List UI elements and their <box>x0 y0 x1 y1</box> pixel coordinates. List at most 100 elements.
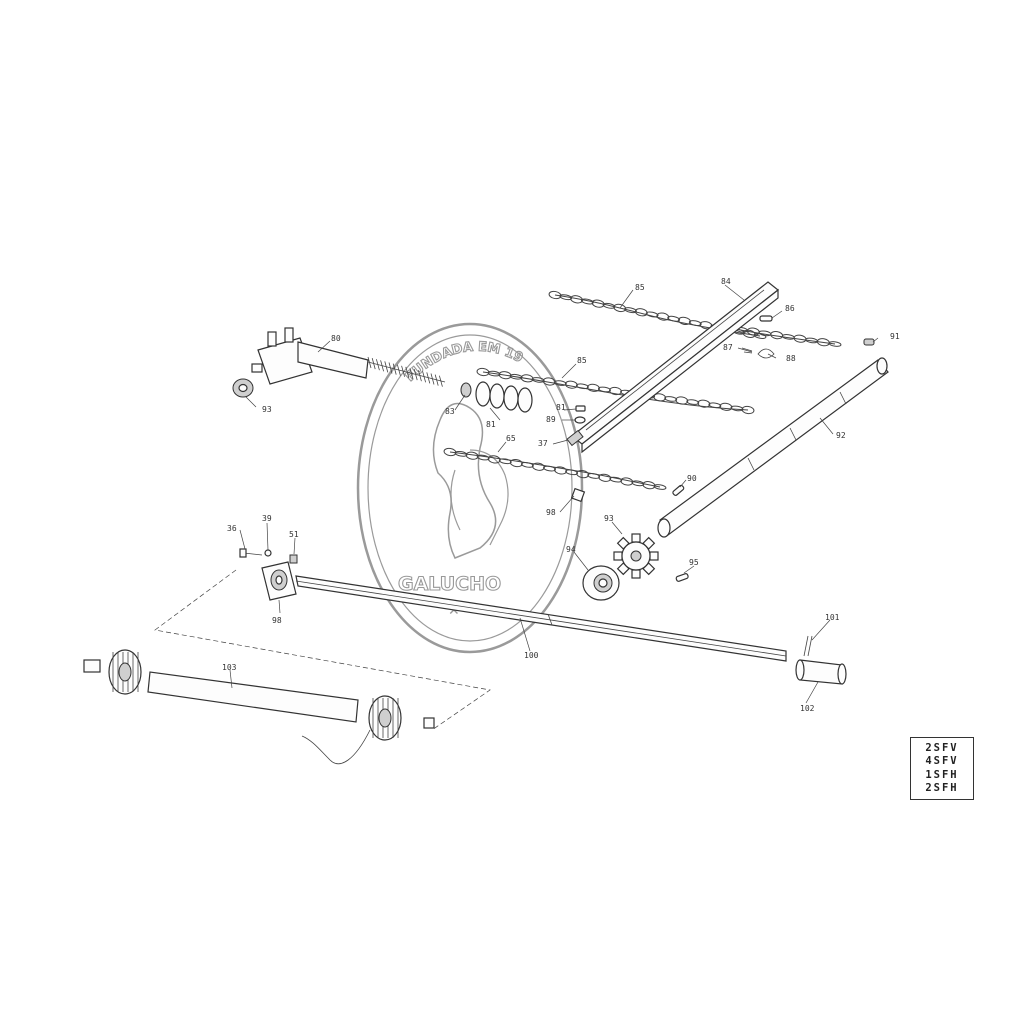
chain-link <box>542 377 556 386</box>
small-parts <box>570 315 875 582</box>
chain-link <box>520 462 534 468</box>
model-1: 2SFV <box>925 741 959 754</box>
chain-link <box>576 470 590 479</box>
chain-link <box>531 377 545 383</box>
callout-100: 100 <box>524 651 539 660</box>
hub-94 <box>582 565 620 601</box>
callout-labels: 85 84 86 91 87 88 80 85 93 83 81 92 81 8… <box>222 277 900 713</box>
chain-link <box>509 458 523 468</box>
chain-link <box>443 447 457 457</box>
chain-link <box>620 477 634 486</box>
chain-link <box>688 320 702 327</box>
pto-shaft-103 <box>83 649 435 765</box>
chain-link <box>598 386 611 393</box>
chain-link <box>559 294 573 301</box>
leader-lines <box>229 284 879 704</box>
coupler-102 <box>795 635 847 685</box>
callout-36: 36 <box>227 524 237 533</box>
chain-link <box>543 465 556 472</box>
callout-80: 80 <box>331 334 341 343</box>
callout-89: 89 <box>546 415 556 424</box>
sprocket-tooth <box>631 569 641 579</box>
chain-link <box>587 473 601 479</box>
callout-37: 37 <box>538 439 548 448</box>
model-list-box: 2SFV 4SFV 1SFH 2SFH <box>910 737 974 800</box>
chain-link <box>602 302 616 309</box>
callout-93-sprocket: 93 <box>604 514 614 523</box>
chain-link <box>465 451 479 460</box>
chain-link <box>656 312 670 321</box>
chain-link <box>591 299 605 308</box>
chain-link <box>686 399 700 405</box>
chain-link <box>664 396 678 402</box>
watermark-cross-mark: ✕ <box>448 603 460 619</box>
chain-link <box>631 480 645 487</box>
sprocket-tooth <box>649 551 659 561</box>
chain-link <box>678 316 691 326</box>
chain-link <box>667 315 681 322</box>
springs-81 <box>460 381 533 413</box>
model-3: 1SFH <box>925 768 959 781</box>
sprocket-93 <box>613 533 659 579</box>
callout-86: 86 <box>785 304 795 313</box>
chain-link <box>609 476 623 483</box>
chain-link <box>487 370 501 377</box>
callout-85: 85 <box>635 283 645 292</box>
callout-81: 81 <box>486 420 496 429</box>
chain-link <box>531 462 545 471</box>
chain-link <box>642 481 656 490</box>
chain-link <box>520 374 534 383</box>
sprocket-tooth <box>631 533 641 543</box>
callout-84: 84 <box>721 277 731 286</box>
callout-65: 65 <box>506 434 516 443</box>
callout-85-middle: 85 <box>577 356 587 365</box>
watermark-brand: GALUCHO <box>398 573 501 595</box>
tensioner-80 <box>232 327 446 398</box>
chain-link <box>634 308 648 317</box>
callout-102: 102 <box>800 704 815 713</box>
model-4: 2SFH <box>925 782 959 794</box>
chain-link <box>708 402 722 409</box>
chain-85-top <box>554 294 836 345</box>
bar-84 <box>566 281 779 454</box>
callout-90: 90 <box>687 474 697 483</box>
chain-link <box>498 458 512 465</box>
chain-link <box>509 373 523 380</box>
callout-92: 92 <box>836 431 846 440</box>
chain-link <box>609 386 622 396</box>
threaded-rod <box>367 356 446 387</box>
callout-101: 101 <box>825 613 840 622</box>
chain-link <box>565 469 579 476</box>
callout-94: 94 <box>566 545 576 554</box>
chain-link <box>719 402 733 411</box>
callout-98-clip: 98 <box>546 508 556 517</box>
chain-link <box>730 405 744 412</box>
chain-link <box>653 484 667 490</box>
chain-link <box>570 295 584 304</box>
callout-98-bearing: 98 <box>272 616 282 625</box>
chain-link <box>548 290 562 300</box>
shaft-100 <box>154 569 787 731</box>
callout-87: 87 <box>723 343 733 352</box>
chain-link <box>675 396 689 405</box>
chain-link <box>575 383 589 390</box>
callout-88: 88 <box>786 354 796 363</box>
chain-link <box>554 466 567 475</box>
chain-link <box>828 341 842 347</box>
sprocket-tooth <box>613 551 623 561</box>
chain-link <box>697 399 711 408</box>
shaft-92 <box>657 357 889 538</box>
chain-link <box>586 383 600 392</box>
callout-39: 39 <box>262 514 272 523</box>
callout-83: 83 <box>445 407 455 416</box>
chain-link <box>564 380 578 389</box>
callout-51: 51 <box>289 530 299 539</box>
chain-link <box>454 450 468 457</box>
chain-link <box>553 380 567 386</box>
model-2: 4SFV <box>925 755 959 767</box>
watermark-arc-text: FUNDADA EM 19 <box>403 340 525 385</box>
yoke-center <box>378 708 392 728</box>
callout-81-pin: 81 <box>556 403 566 412</box>
chain-link <box>741 405 755 415</box>
